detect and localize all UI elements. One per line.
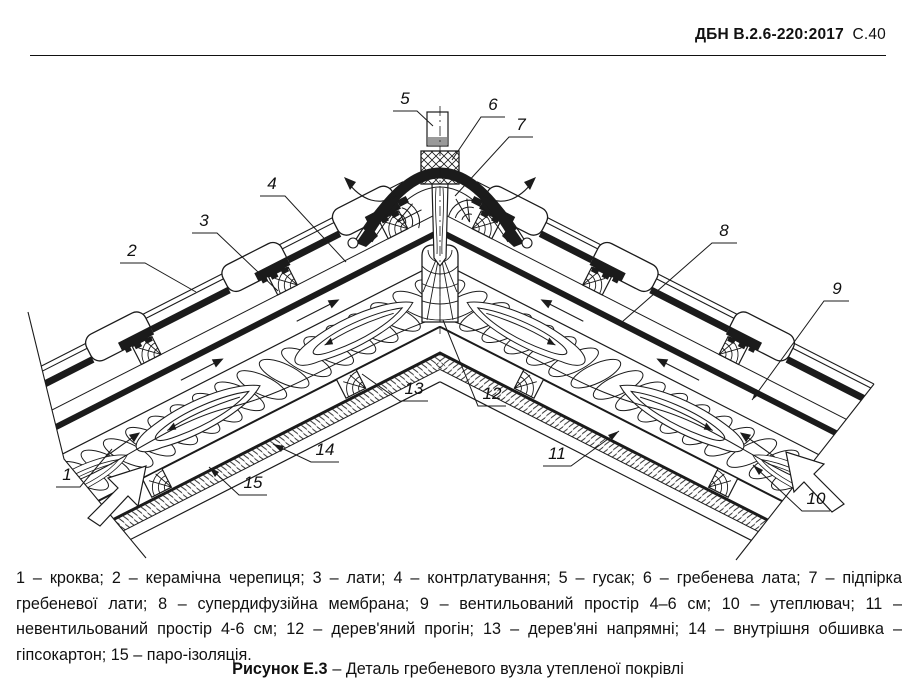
callout-leaders xyxy=(56,110,849,512)
right-slope xyxy=(378,171,916,581)
callout-label-1: 1 xyxy=(62,465,71,484)
left-break-line xyxy=(27,311,147,559)
callout-label-3: 3 xyxy=(199,211,209,230)
legend-text: 1 – кроква; 2 – керамічна черепиця; 3 – … xyxy=(16,569,902,664)
page-header: ДБН В.2.6-220:2017 С.40 xyxy=(695,26,886,44)
standard-number: ДБН В.2.6-220:2017 xyxy=(694,26,844,43)
callout-label-13: 13 xyxy=(405,379,424,398)
header-rule xyxy=(30,55,886,56)
callout-label-14: 14 xyxy=(316,440,335,459)
callout-label-2: 2 xyxy=(126,241,137,260)
callout-label-4: 4 xyxy=(267,174,276,193)
ridge-vent-element xyxy=(426,111,449,147)
page-number: С.40 xyxy=(852,26,886,43)
figure-legend: 1 – кроква; 2 – керамічна черепиця; 3 – … xyxy=(16,566,902,668)
callout-label-15: 15 xyxy=(244,473,263,492)
callout-label-7: 7 xyxy=(516,115,526,134)
callout-label-10: 10 xyxy=(807,489,826,508)
figure-caption: Рисунок Е.3– Деталь гребеневого вузла ут… xyxy=(0,660,916,679)
figure-title: – Деталь гребеневого вузла утепленої пок… xyxy=(332,660,684,678)
ridge-airflow-arrow xyxy=(344,177,536,202)
callout-labels: 1 2 3 4 5 6 7 8 9 10 11 12 13 14 15 xyxy=(62,89,842,508)
callout-label-5: 5 xyxy=(400,89,410,108)
leader-arrowheads xyxy=(209,389,763,477)
callout-label-8: 8 xyxy=(719,221,729,240)
figure-number: Рисунок Е.3 xyxy=(232,660,328,678)
left-slope xyxy=(0,171,502,581)
callout-label-9: 9 xyxy=(832,279,842,298)
callout-label-6: 6 xyxy=(488,95,498,114)
callout-label-12: 12 xyxy=(483,384,502,403)
callout-label-11: 11 xyxy=(548,444,566,463)
